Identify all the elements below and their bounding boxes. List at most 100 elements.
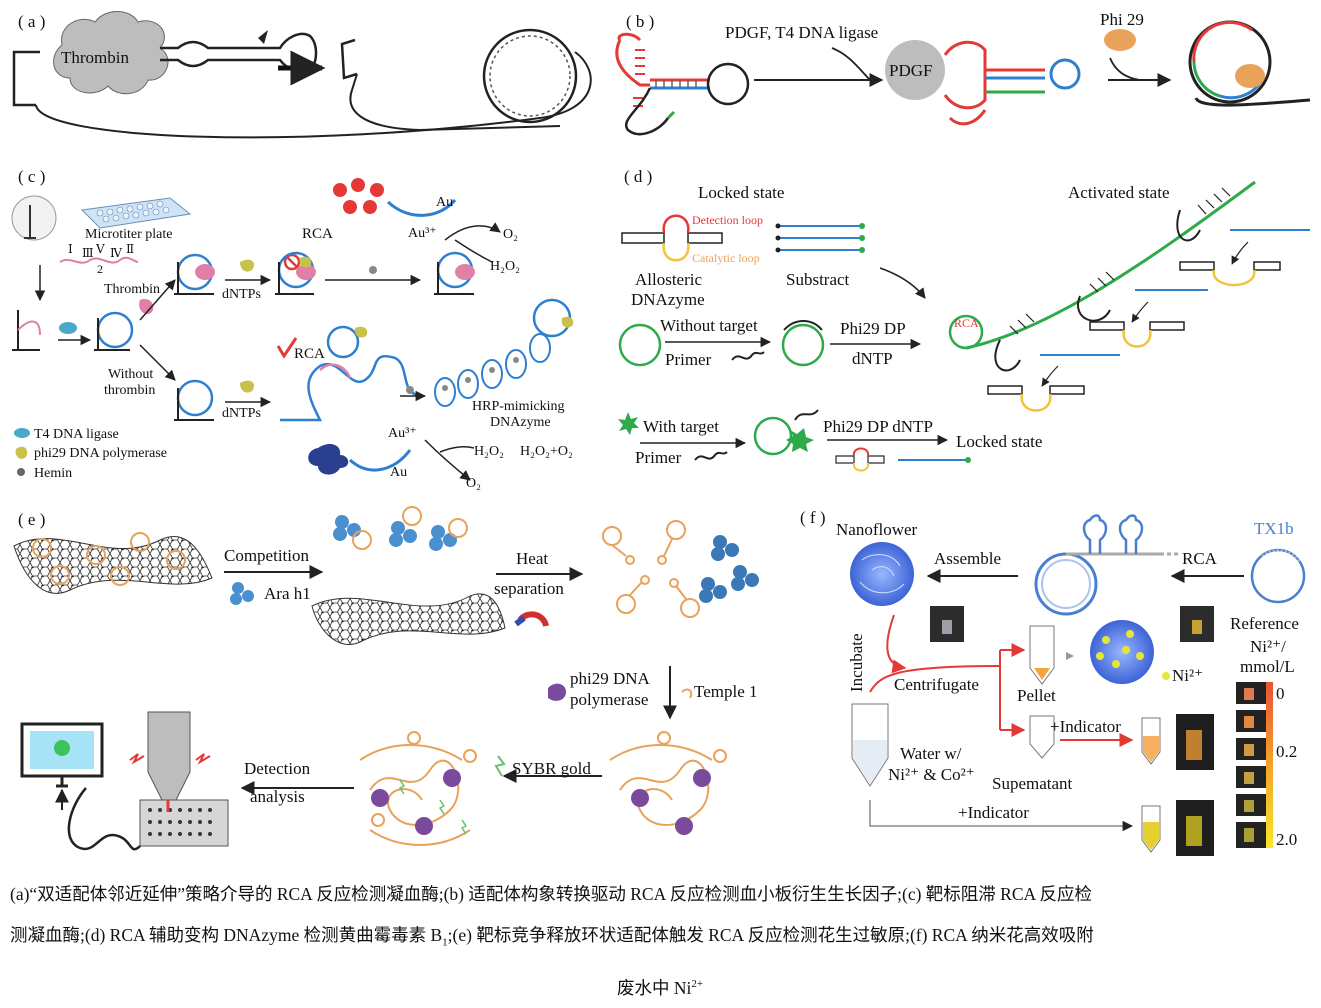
temple: Temple 1 [694, 682, 757, 701]
sybr: SYBR gold [512, 759, 591, 778]
scale-02: 0.2 [1276, 742, 1297, 761]
rca-d: RCA [954, 316, 979, 330]
pellet: Pellet [1017, 686, 1056, 705]
nanoflower-image [850, 542, 914, 606]
arah1: Ara h1 [264, 584, 311, 603]
plate-label: Microtiter plate [85, 227, 172, 242]
panel-f: ( f ) Nanoflower Assemble RCA TX1b Incub… [800, 508, 1304, 856]
caption-line-2: 测凝血酶;(d) RCA 辅助变构 DNAzyme 检测黄曲霉毒素 B [10, 925, 442, 945]
with-target: With target [643, 417, 719, 436]
hrp-2: DNAzyme [490, 415, 551, 430]
substract: Substract [786, 270, 850, 289]
incubate: Incubate [847, 633, 866, 692]
legend-hemin: Hemin [34, 466, 72, 481]
allosteric-1: Allosteric [635, 270, 702, 289]
ni-unit: Ni²⁺/ [1250, 637, 1286, 656]
panel-c-label: ( c ) [18, 167, 45, 186]
phi29-1: phi29 DNA [570, 669, 651, 688]
without-label-2: thrombin [104, 383, 155, 398]
target-star [618, 412, 639, 435]
legend-ligase: T4 DNA ligase [34, 427, 119, 442]
h2o2-top: H₂O₂ [490, 259, 520, 274]
nanoflower-ni [1090, 620, 1154, 684]
mmol: mmol/L [1240, 657, 1295, 676]
site-1: Ⅰ [68, 242, 73, 256]
hrp-1: HRP-mimicking [472, 399, 565, 414]
legend-polymerase: phi29 DNA polymerase [34, 446, 167, 461]
figure: ( a ) Thrombin ( b ) PDGF, T4 D [0, 0, 1321, 872]
scale-20: 2.0 [1276, 830, 1297, 849]
analysis: analysis [250, 787, 305, 806]
panel-d-label: ( d ) [624, 167, 652, 186]
heat: Heat [516, 549, 548, 568]
panel-e: ( e ) Competition Ara h1 Heat separation [14, 507, 759, 849]
arah1-icon [230, 582, 254, 605]
color-scale-bar [1266, 682, 1273, 848]
assemble: Assemble [934, 549, 1001, 568]
phi29-polymerase-icon [548, 684, 566, 701]
graphene-sheet-2 [312, 594, 505, 645]
o2-bot: O₂ [466, 476, 481, 491]
au-bot: Au [390, 465, 407, 480]
rca-bot: RCA [294, 346, 325, 362]
polymerase-icon [16, 447, 28, 459]
caption-line-3: 废水中 Ni [617, 977, 691, 997]
ligase-label: PDGF, T4 DNA ligase [725, 23, 878, 42]
dntps-bot: dNTPs [222, 406, 261, 421]
au-top: Au [436, 195, 453, 210]
site-num: 2 [97, 262, 103, 276]
activated-label: Activated state [1068, 183, 1170, 202]
o2-top: O₂ [503, 227, 518, 242]
indicator-1: +Indicator [1050, 717, 1121, 736]
panel-a-label: ( a ) [18, 12, 45, 31]
dntp: dNTP [852, 349, 893, 368]
water-1: Water w/ [900, 744, 962, 763]
site-3: Ⅲ [82, 246, 94, 260]
without-target: Without target [660, 316, 758, 335]
phi29-label: Phi 29 [1100, 10, 1144, 29]
microscope-icon [148, 712, 190, 800]
thrombin-label: Thrombin [61, 48, 129, 67]
site-2: Ⅱ [126, 242, 134, 256]
phi29dpdntp: Phi29 DP dNTP [823, 417, 933, 436]
rca-top: RCA [302, 226, 333, 242]
catalytic-loop: Catalytic loop [692, 251, 760, 265]
detection: Detection [244, 759, 311, 778]
pdgf-label: PDGF [889, 61, 932, 80]
dntps-top: dNTPs [222, 287, 261, 302]
scale-0: 0 [1276, 684, 1285, 703]
ligase-icon [14, 428, 30, 438]
rca-f: RCA [1182, 549, 1218, 568]
locked-2: Locked state [956, 432, 1042, 451]
reference-vials [1236, 682, 1270, 848]
h2o2-bot: H₂O₂ [474, 444, 504, 459]
ni-label: Ni²⁺ [1172, 666, 1203, 685]
site-4: Ⅳ [110, 246, 123, 260]
nanoflower-label: Nanoflower [836, 520, 918, 539]
panel-a: ( a ) Thrombin [14, 12, 591, 138]
thrombin-label-c: Thrombin [104, 282, 160, 297]
phi29-enzyme [1104, 29, 1136, 51]
centrifugate: Centrifugate [894, 675, 979, 694]
h2o2o2-bot: H₂O₂+O₂ [520, 444, 573, 459]
water-2: Ni²⁺ & Co²⁺ [888, 765, 975, 784]
detection-loop: Detection loop [692, 213, 763, 227]
caption-line-3-sup: 2+ [691, 978, 703, 990]
panel-b: ( b ) PDGF, T4 DNA ligase PDGF Phi 29 [617, 10, 1310, 134]
primer-2: Primer [635, 448, 682, 467]
competition: Competition [224, 546, 310, 565]
locked-label: Locked state [698, 183, 784, 202]
separation: separation [494, 579, 564, 598]
tx1b: TX1b [1254, 519, 1294, 538]
panel-d: ( d ) Locked state Activated state Detec… [618, 167, 1310, 471]
reference: Reference [1230, 614, 1299, 633]
panel-e-label: ( e ) [18, 510, 45, 529]
au3-top: Au³⁺ [408, 226, 437, 241]
without-label-1: Without [108, 367, 153, 382]
site-5: Ⅴ [95, 242, 105, 256]
primer-1: Primer [665, 350, 712, 369]
panel-c: ( c ) Microtiter plate Ⅰ Ⅲ Ⅴ Ⅳ Ⅱ 2 Witho… [12, 167, 573, 491]
graphene-sheet-1 [14, 536, 212, 593]
panel-f-label: ( f ) [800, 508, 825, 527]
phi29-2: polymerase [570, 690, 648, 709]
